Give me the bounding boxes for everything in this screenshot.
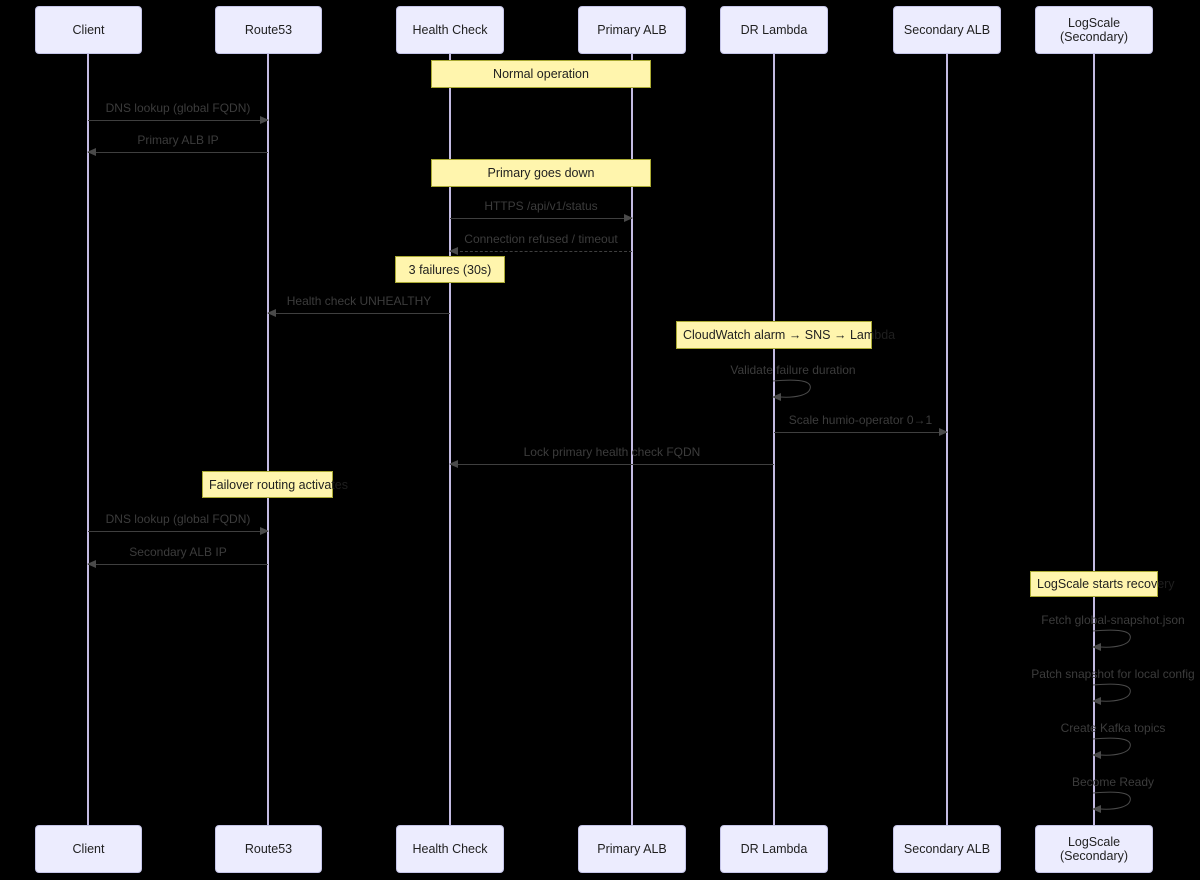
participant-label: Secondary ALB [903, 22, 991, 37]
note-normal-operation[interactable]: Normal operation [431, 60, 651, 88]
participant-label: Primary ALB [597, 841, 667, 856]
selfmsg-fetch-snapshot: Fetch global-snapshot.json [1041, 613, 1185, 651]
participant-label: Route53 [244, 841, 293, 856]
message-label: Health check UNHEALTHY [286, 294, 432, 308]
arrowhead-right-icon [939, 428, 948, 436]
participant-label: Secondary ALB [903, 841, 991, 856]
message-line [88, 152, 268, 153]
message-line [88, 120, 268, 121]
participant-primaryalb-top[interactable]: Primary ALB [578, 6, 686, 54]
participant-label: DR Lambda [740, 22, 808, 37]
lifeline-healthcheck [449, 54, 451, 825]
note-label: LogScale starts recovery [1037, 577, 1175, 591]
lifeline-secondaryalb [946, 54, 948, 825]
arrowhead-left-icon [449, 460, 458, 468]
message-line [774, 432, 947, 433]
message-label: HTTPS /api/v1/status [484, 199, 598, 213]
message-label: Secondary ALB IP [129, 545, 227, 559]
selfmsg-validate-failure: Validate failure duration [730, 363, 856, 401]
lifeline-client [87, 54, 89, 825]
note-cloudwatch-alarm[interactable]: CloudWatch alarm → SNS → Lambda [676, 321, 895, 349]
participant-label: Primary ALB [597, 22, 667, 37]
self-message-label: Become Ready [1071, 775, 1155, 789]
note-failover-routing[interactable]: Failover routing activates [202, 471, 348, 498]
note-label: Primary goes down [487, 166, 595, 180]
participant-label: Health Check [412, 841, 488, 856]
message-line [268, 313, 450, 314]
note-logscale-recovery[interactable]: LogScale starts recovery [1030, 571, 1175, 597]
message-line [88, 531, 268, 532]
note-label: 3 failures (30s) [408, 262, 492, 277]
message-label: DNS lookup (global FQDN) [105, 512, 251, 526]
participant-logscale-top[interactable]: LogScale (Secondary) [1035, 6, 1153, 54]
participant-healthcheck-top[interactable]: Health Check [396, 6, 504, 54]
participant-secondaryalb-bottom[interactable]: Secondary ALB [893, 825, 1001, 873]
participant-drlambda-bottom[interactable]: DR Lambda [720, 825, 828, 873]
self-message-label: Patch snapshot for local config [1031, 667, 1195, 681]
selfmsg-create-topics: Create Kafka topics [1061, 721, 1165, 759]
lifeline-logscale [1093, 54, 1095, 825]
lifeline-route53 [267, 54, 269, 825]
participant-label: LogScale (Secondary) [1059, 834, 1129, 863]
arrowhead-right-icon [260, 116, 269, 124]
message-label: Connection refused / timeout [464, 232, 618, 246]
msg-primary-alb-ip: Primary ALB IP [87, 132, 268, 156]
message-line [450, 218, 632, 219]
participant-label: Client [72, 841, 105, 856]
participant-label: Client [72, 22, 105, 37]
arrowhead-left-icon [267, 309, 276, 317]
message-line [450, 464, 774, 465]
msg-https-status: HTTPS /api/v1/status [450, 198, 633, 222]
note-label: CloudWatch alarm → SNS → Lambda [683, 328, 896, 342]
self-message-label: Create Kafka topics [1060, 721, 1166, 735]
participant-secondaryalb-top[interactable]: Secondary ALB [893, 6, 1001, 54]
participant-label: LogScale (Secondary) [1059, 15, 1129, 44]
note-primary-down[interactable]: Primary goes down [431, 159, 651, 187]
arrowhead-left-icon [87, 560, 96, 568]
selfmsg-patch-snapshot: Patch snapshot for local config [1031, 667, 1195, 705]
message-label: DNS lookup (global FQDN) [105, 101, 251, 115]
participant-route53-bottom[interactable]: Route53 [215, 825, 322, 873]
participant-label: Health Check [412, 22, 488, 37]
message-label: Lock primary health check FQDN [523, 445, 701, 459]
msg-dns-lookup-1: DNS lookup (global FQDN) [88, 100, 269, 124]
msg-lock-fqdn: Lock primary health check FQDN [449, 444, 774, 468]
msg-health-unhealthy: Health check UNHEALTHY [267, 293, 450, 317]
message-label: Scale humio-operator 0→1 [788, 413, 933, 427]
participant-route53-top[interactable]: Route53 [215, 6, 322, 54]
message-label: Primary ALB IP [137, 133, 219, 147]
participant-client-bottom[interactable]: Client [35, 825, 142, 873]
self-loop-arc-icon [1092, 683, 1131, 705]
participant-drlambda-top[interactable]: DR Lambda [720, 6, 828, 54]
note-three-failures[interactable]: 3 failures (30s) [395, 256, 505, 283]
participant-label: DR Lambda [740, 841, 808, 856]
participant-primaryalb-bottom[interactable]: Primary ALB [578, 825, 686, 873]
note-label: Normal operation [493, 67, 589, 81]
msg-dns-lookup-2: DNS lookup (global FQDN) [88, 511, 269, 535]
message-line [450, 251, 632, 252]
lifeline-primaryalb [631, 54, 633, 825]
participant-label: Route53 [244, 22, 293, 37]
selfmsg-become-ready: Become Ready [1072, 775, 1154, 813]
participant-client-top[interactable]: Client [35, 6, 142, 54]
self-message-label: Validate failure duration [730, 363, 856, 377]
participant-logscale-bottom[interactable]: LogScale (Secondary) [1035, 825, 1153, 873]
msg-scale-operator: Scale humio-operator 0→1 [774, 412, 948, 436]
self-loop-arc-icon [772, 379, 811, 401]
self-loop-arc-icon [1092, 629, 1131, 651]
self-loop-arc-icon [1092, 791, 1131, 813]
note-label: Failover routing activates [209, 477, 348, 492]
msg-secondary-alb-ip: Secondary ALB IP [87, 544, 268, 568]
arrowhead-left-icon [87, 148, 96, 156]
participant-healthcheck-bottom[interactable]: Health Check [396, 825, 504, 873]
arrowhead-right-icon [260, 527, 269, 535]
self-message-label: Fetch global-snapshot.json [1041, 613, 1185, 627]
self-loop-arc-icon [1092, 737, 1131, 759]
lifeline-drlambda [773, 54, 775, 825]
msg-connection-refused: Connection refused / timeout [449, 231, 632, 255]
arrowhead-right-icon [624, 214, 633, 222]
arrowhead-left-icon [449, 247, 458, 255]
message-line [88, 564, 268, 565]
